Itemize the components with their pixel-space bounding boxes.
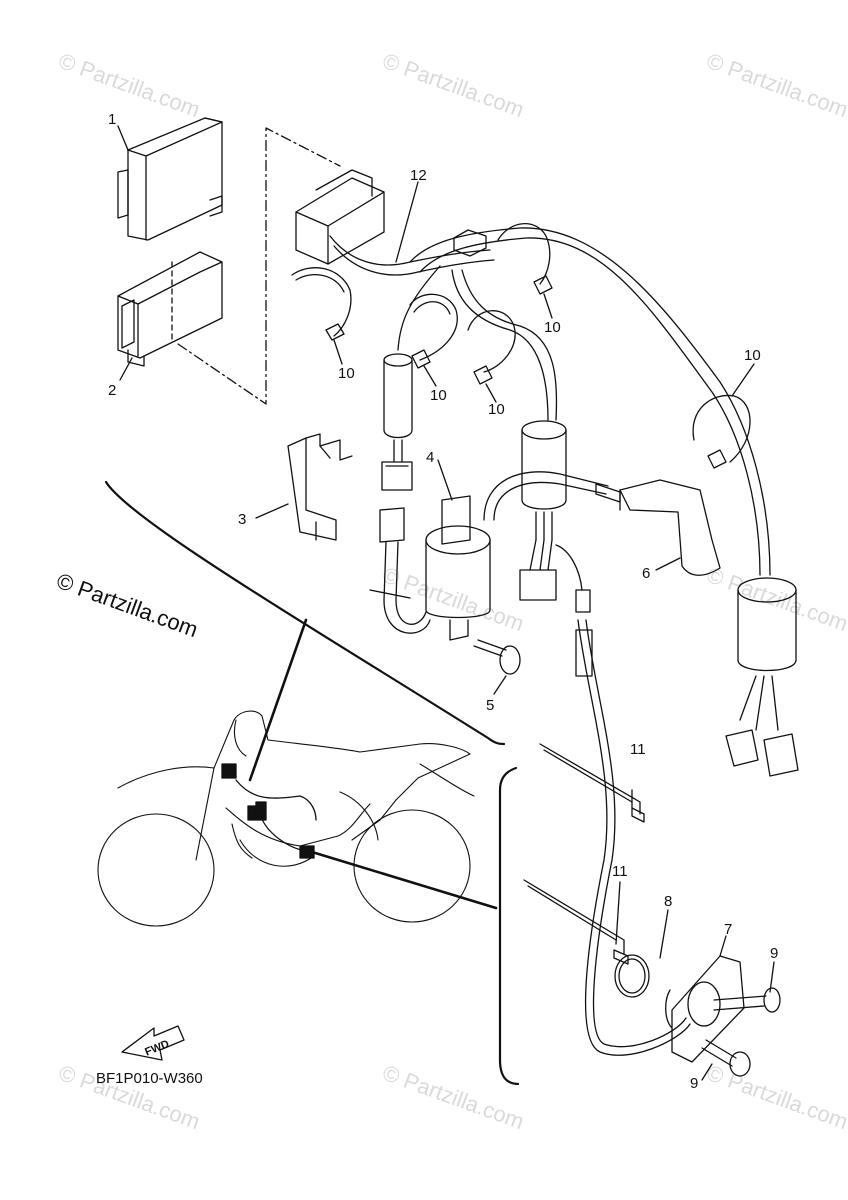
noise-suppressor bbox=[725, 577, 799, 777]
callout-6: 6 bbox=[642, 565, 650, 582]
callout-11: 11 bbox=[630, 741, 646, 758]
fwd-arrow-icon bbox=[121, 1025, 185, 1061]
callout-10: 10 bbox=[338, 365, 355, 382]
wire-harness bbox=[295, 169, 771, 576]
callout-1: 1 bbox=[108, 111, 116, 128]
callout-11: 11 bbox=[612, 863, 628, 880]
callout-10: 10 bbox=[744, 347, 761, 364]
harness-location bbox=[221, 763, 317, 859]
callout-9: 9 bbox=[770, 945, 778, 962]
callout-5: 5 bbox=[486, 697, 494, 714]
cdi-bracket bbox=[117, 251, 223, 367]
screw bbox=[713, 987, 781, 1013]
cable-tie bbox=[539, 743, 645, 823]
band-clamp bbox=[291, 267, 352, 341]
callout-3: 3 bbox=[238, 511, 246, 528]
callout-4: 4 bbox=[426, 449, 434, 466]
motorcycle-outline bbox=[97, 710, 475, 927]
noise-suppressor bbox=[519, 420, 591, 613]
band-clamp bbox=[497, 223, 553, 295]
cdi-unit bbox=[117, 117, 223, 241]
spark-plug-cap bbox=[595, 479, 721, 576]
callout-8: 8 bbox=[664, 893, 672, 910]
ignition-coil bbox=[369, 471, 609, 641]
band-clamp bbox=[692, 394, 751, 469]
diagram-code: BF1P010-W360 bbox=[96, 1070, 203, 1087]
callout-10: 10 bbox=[488, 401, 505, 418]
callout-10: 10 bbox=[430, 387, 447, 404]
band-clamp bbox=[409, 293, 458, 369]
band-clamp bbox=[467, 310, 516, 385]
bolt bbox=[473, 639, 521, 675]
fwd-label: FWD bbox=[143, 1038, 171, 1059]
o-ring bbox=[614, 954, 650, 998]
callout-2: 2 bbox=[108, 382, 116, 399]
callout-10: 10 bbox=[544, 319, 561, 336]
callout-9: 9 bbox=[690, 1075, 698, 1092]
callout-7: 7 bbox=[724, 921, 732, 938]
coil-bracket bbox=[287, 433, 353, 541]
callout-12: 12 bbox=[410, 167, 427, 184]
noise-suppressor bbox=[381, 353, 413, 491]
cable-tie bbox=[523, 879, 629, 965]
screw bbox=[701, 1039, 751, 1077]
